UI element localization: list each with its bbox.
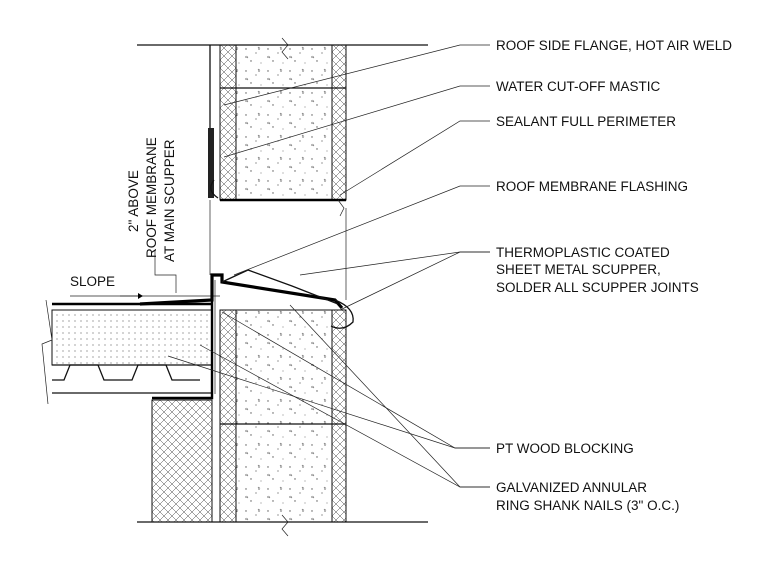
- callout-scupper-line3: SOLDER ALL SCUPPER JOINTS: [496, 280, 699, 295]
- vertical-note-line3: AT MAIN SCUPPER: [162, 139, 177, 262]
- callout-scupper-line2: SHEET METAL SCUPPER,: [496, 262, 661, 277]
- callout-water-cutoff: WATER CUT-OFF MASTIC: [496, 79, 660, 94]
- vertical-note-line1: 2" ABOVE: [126, 170, 141, 232]
- callout-labels: ROOF SIDE FLANGE, HOT AIR WELD WATER CUT…: [70, 38, 732, 513]
- callout-sealant: SEALANT FULL PERIMETER: [496, 114, 676, 129]
- roof-assembly: [41, 295, 220, 405]
- vertical-note-line2: ROOF MEMBRANE: [144, 137, 159, 258]
- upper-wall: [137, 37, 428, 202]
- lower-wall: [137, 309, 428, 537]
- slope-label: SLOPE: [70, 274, 115, 289]
- callout-pt-wood: PT WOOD BLOCKING: [496, 441, 634, 456]
- callout-scupper-line1: THERMOPLASTIC COATED: [496, 245, 670, 260]
- callout-roof-side-flange: ROOF SIDE FLANGE, HOT AIR WELD: [496, 38, 732, 53]
- callout-membrane-flashing: ROOF MEMBRANE FLASHING: [496, 179, 688, 194]
- callout-nails-line1: GALVANIZED ANNULAR: [496, 480, 647, 495]
- callout-nails-line2: RING SHANK NAILS (3" O.C.): [496, 498, 679, 513]
- scupper: [139, 199, 354, 400]
- leader-lines: [120, 44, 490, 488]
